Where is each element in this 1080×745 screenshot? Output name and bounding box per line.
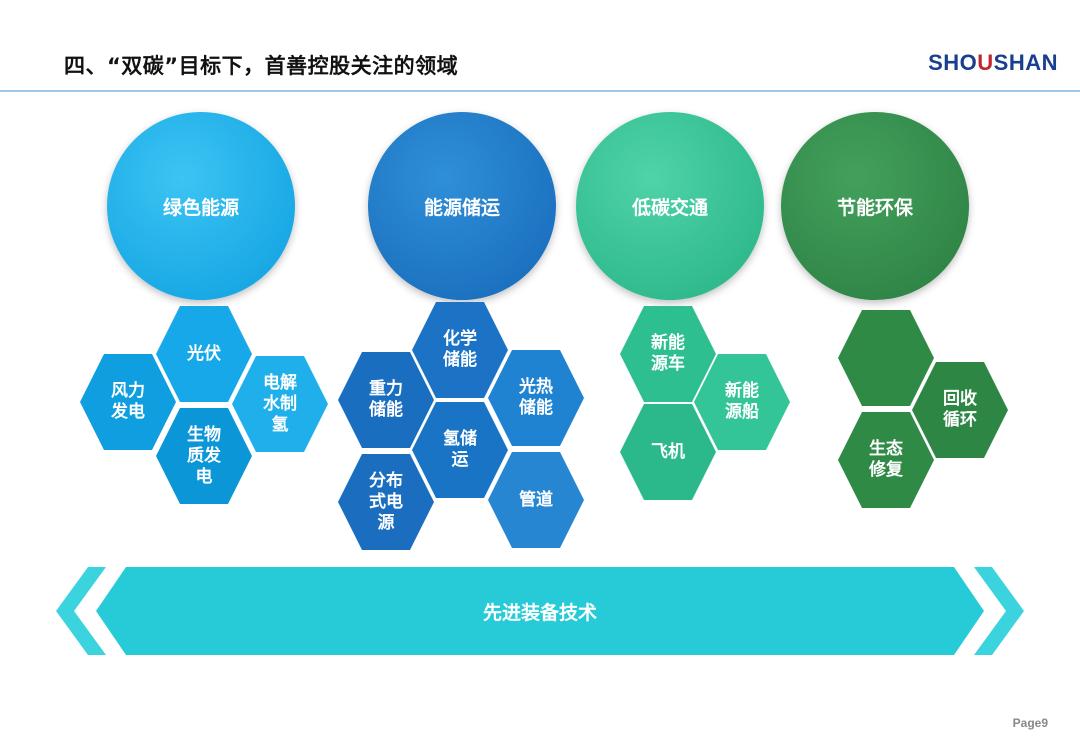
header-divider — [0, 90, 1080, 92]
category-label: 节能环保 — [836, 196, 913, 219]
hex-hydrogen-electrolysis: 电解 水制 氢 — [232, 356, 328, 452]
hex-photovoltaic: 光伏 — [156, 306, 252, 402]
category-circle-energy-storage: 能源储运 — [368, 112, 556, 300]
hex-gravity-storage: 重力 储能 — [338, 352, 434, 448]
company-logo: SHOUSHAN — [928, 50, 1058, 76]
page-number: Page9 — [1012, 716, 1048, 730]
chevron-left-icon — [56, 567, 106, 655]
page-title: 四、“双碳”目标下，首善控股关注的领域 — [64, 54, 459, 78]
hex-biomass-power: 生物 质发 电 — [156, 408, 252, 504]
logo-text-left: SHO — [928, 50, 978, 75]
category-circle-low-carbon-transport: 低碳交通 — [576, 112, 764, 300]
logo-mark: U — [977, 50, 994, 75]
hex-wind-power: 风力 发电 — [80, 354, 176, 450]
hex-distributed-power: 分布 式电 源 — [338, 454, 434, 550]
hex-aircraft: 飞机 — [620, 404, 716, 500]
hex-solar-thermal-storage: 光热 储能 — [488, 350, 584, 446]
chevron-right-icon — [974, 567, 1024, 655]
hex-recycling: 回收 循环 — [912, 362, 1008, 458]
category-label: 低碳交通 — [631, 196, 708, 219]
hex-new-energy-vehicle: 新能 源车 — [620, 306, 716, 402]
hex-chemical-storage: 化学 储能 — [412, 302, 508, 398]
logo-text-right: SHAN — [993, 50, 1058, 75]
banner-label: 先进装备技术 — [482, 601, 597, 624]
hex-pipeline: 管道 — [488, 452, 584, 548]
category-label: 绿色能源 — [162, 196, 239, 219]
hex-blank — [838, 310, 934, 406]
hex-new-energy-ship: 新能 源船 — [694, 354, 790, 450]
hex-ecological-restoration: 生态 修复 — [838, 412, 934, 508]
category-circle-energy-saving: 节能环保 — [781, 112, 969, 300]
category-circle-green-energy: 绿色能源 — [107, 112, 295, 300]
category-label: 能源储运 — [423, 196, 500, 219]
advanced-equipment-banner: 先进装备技术 — [96, 567, 984, 655]
banner-shape — [96, 567, 984, 655]
hex-hydrogen-transport: 氢储 运 — [412, 402, 508, 498]
